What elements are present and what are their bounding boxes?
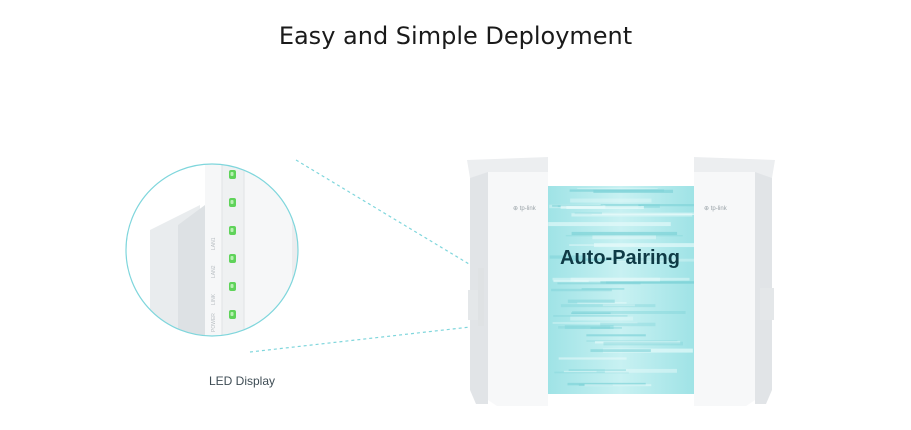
zoom-line-top bbox=[295, 159, 480, 271]
auto-pairing-beam bbox=[548, 186, 694, 394]
svg-text:LINK: LINK bbox=[211, 293, 217, 305]
device-left: ⊕ tp-link bbox=[467, 157, 548, 406]
page-title: Easy and Simple Deployment bbox=[278, 22, 633, 50]
svg-text:LAN2: LAN2 bbox=[211, 265, 217, 278]
svg-text:LAN1: LAN1 bbox=[211, 237, 217, 250]
led-display-caption: LED Display bbox=[208, 374, 276, 388]
zoom-line-bottom bbox=[249, 325, 480, 353]
brand-logo-left: ⊕ tp-link bbox=[513, 206, 537, 212]
led-zoom-circle: LAN1 LAN2 LINK POWER bbox=[125, 163, 299, 337]
brand-logo-right: ⊕ tp-link bbox=[704, 206, 728, 212]
svg-text:POWER: POWER bbox=[211, 313, 217, 332]
auto-pairing-label: Auto-Pairing bbox=[560, 247, 680, 269]
device-right: ⊕ tp-link bbox=[694, 157, 775, 406]
